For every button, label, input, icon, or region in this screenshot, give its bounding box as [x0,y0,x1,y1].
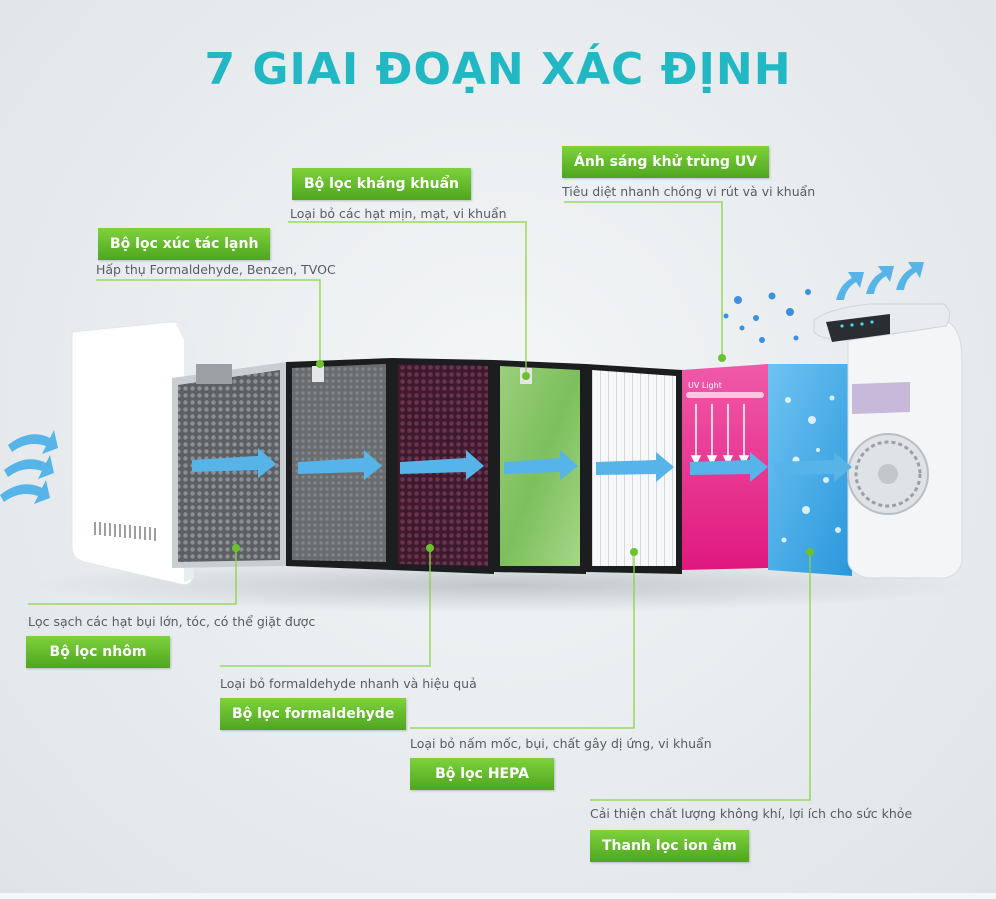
desc-negative-ion: Cải thiện chất lượng không khí, lợi ích … [590,806,913,821]
desc-hepa: Loại bỏ nấm mốc, bụi, chất gây dị ứng, v… [410,736,712,751]
page-title: 7 GIAI ĐOẠN XÁC ĐỊNH [204,44,792,95]
badge-formaldehyde: Bộ lọc formaldehyde [220,698,407,730]
badge-cold-catalyst: Bộ lọc xúc tác lạnh [98,228,271,260]
outflow-arrows-icon [836,262,924,300]
badge-hepa: Bộ lọc HEPA [410,758,554,790]
intake-arrows-icon [0,430,58,504]
desc-formaldehyde: Loại bỏ formaldehyde nhanh và hiệu quả [220,676,477,691]
badge-negative-ion: Thanh lọc ion âm [590,830,749,862]
uv-panel-label: UV Light [688,381,722,390]
desc-cold-catalyst: Hấp thụ Formaldehyde, Benzen, TVOC [96,262,336,277]
badge-antibacterial: Bộ lọc kháng khuẩn [292,168,471,200]
desc-uv-light: Tiêu diệt nhanh chóng vi rút và vi khuẩn [562,184,816,199]
air-purifier-unit [813,303,963,579]
leader-lines [28,201,811,801]
badge-aluminum: Bộ lọc nhôm [26,636,170,668]
badge-uv-light: Ánh sáng khử trùng UV [562,146,770,178]
desc-aluminum: Lọc sạch các hạt bụi lớn, tóc, có thể gi… [28,614,316,629]
desc-antibacterial: Loại bỏ các hạt mịn, mạt, vi khuẩn [290,206,507,221]
bottom-band [0,893,996,899]
leader-dots [232,354,814,556]
airflow-arrows-icon [192,448,852,482]
ion-particles [723,289,811,343]
